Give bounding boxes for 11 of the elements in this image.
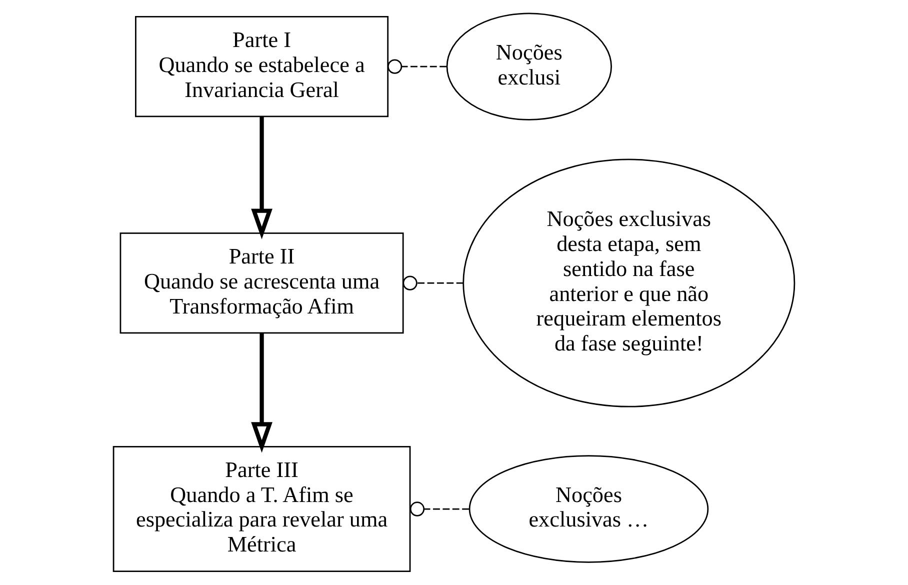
node-box: Parte III Quando a T. Afim se especializa para revelar uma Métrica	[112, 446, 411, 572]
node-box: Parte II Quando se acrescenta uma Transformação Afim	[120, 232, 404, 334]
connector	[402, 276, 464, 290]
arrow	[251, 116, 272, 240]
connector	[387, 59, 447, 74]
node-ellipse: Noções exclusivas desta etapa, sem sentido na fase anterior e que não requeiram elementos da fase seguinte!	[462, 158, 796, 408]
arrow	[251, 333, 272, 453]
node-ellipse: Noções exclusivas …	[468, 455, 709, 563]
connector	[410, 502, 470, 516]
node-box: Parte I Quando se estabelece a Invariancia Geral	[135, 16, 389, 118]
node-ellipse: Noções exclusi	[446, 12, 612, 120]
